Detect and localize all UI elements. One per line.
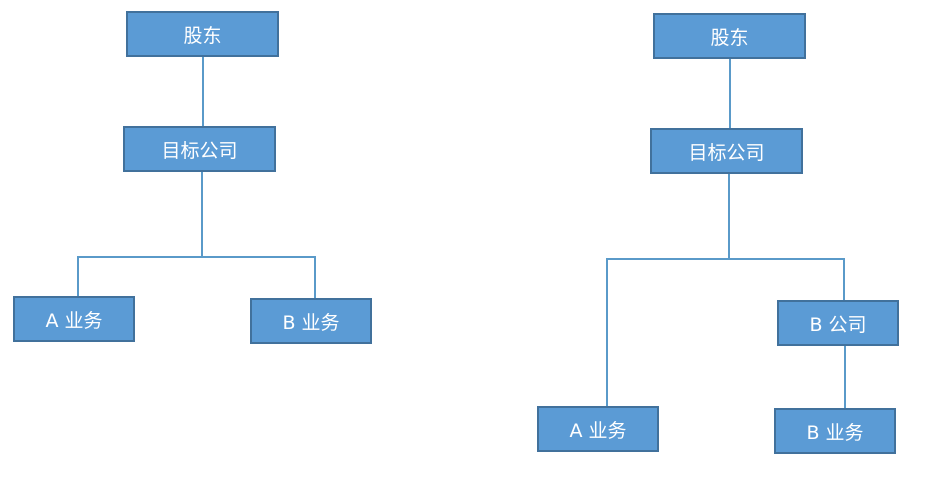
right-business-a-label: A 业务	[569, 419, 627, 442]
left-business-a-label: A 业务	[45, 309, 103, 332]
right-company-b-node: B 公司	[777, 300, 899, 346]
right-shareholder-node: 股东	[653, 13, 806, 59]
right-target-company-label: 目标公司	[688, 141, 765, 164]
left-business-b-node: B 业务	[250, 298, 372, 344]
left-business-b-label: B 业务	[282, 311, 340, 334]
left-shareholder-label: 股东	[183, 24, 222, 47]
left-target-company-node: 目标公司	[123, 126, 276, 172]
right-company-b-label: B 公司	[809, 313, 867, 336]
left-shareholder-node: 股东	[126, 11, 279, 57]
left-business-a-node: A 业务	[13, 296, 135, 342]
right-shareholder-label: 股东	[710, 26, 749, 49]
right-target-company-node: 目标公司	[650, 128, 803, 174]
right-business-b-label: B 业务	[806, 421, 864, 444]
right-business-a-node: A 业务	[537, 406, 659, 452]
left-target-company-label: 目标公司	[161, 139, 238, 162]
right-business-b-node: B 业务	[774, 408, 896, 454]
